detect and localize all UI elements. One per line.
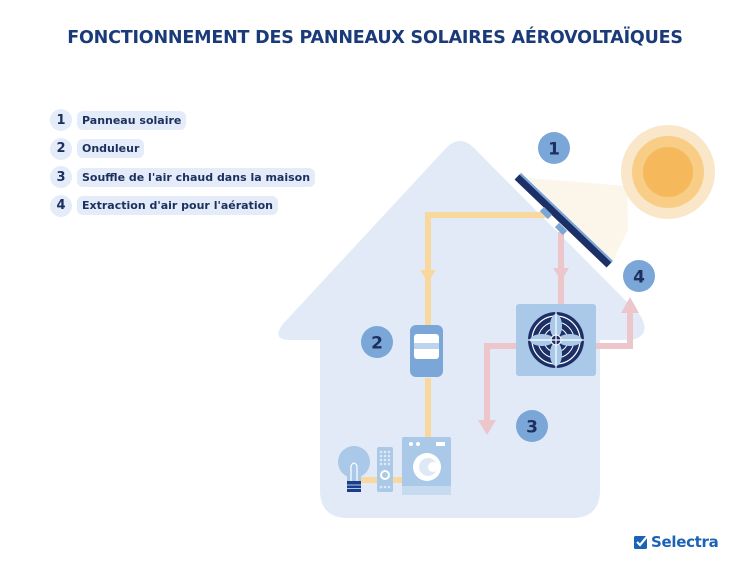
badge-solar-panel: 1 xyxy=(538,132,570,164)
warm-air-arrow xyxy=(478,420,496,435)
legend-number: 1 xyxy=(50,109,72,132)
washing-machine-icon xyxy=(402,437,451,495)
svg-text:4: 4 xyxy=(633,268,645,288)
legend-number: 3 xyxy=(50,166,72,189)
badge-air-extraction: 4 xyxy=(623,260,655,292)
svg-text:2: 2 xyxy=(371,334,383,354)
electric-flow-arrow xyxy=(420,270,436,282)
air-flow-arrow-down xyxy=(553,268,569,281)
legend: 1 Panneau solaire 2 Onduleur 3 Souffle d… xyxy=(50,106,316,221)
legend-item-inverter: 2 Onduleur xyxy=(50,135,315,164)
sun-icon xyxy=(621,125,715,219)
legend-number: 2 xyxy=(50,137,72,160)
badge-warm-air: 3 xyxy=(516,410,548,442)
svg-text:1: 1 xyxy=(548,140,560,160)
legend-number: 4 xyxy=(50,194,72,217)
legend-label: Panneau solaire xyxy=(77,110,187,130)
fan-unit-icon xyxy=(516,304,596,376)
inverter-icon xyxy=(410,325,443,377)
legend-label: Onduleur xyxy=(77,139,145,159)
page-title: FONCTIONNEMENT DES PANNEAUX SOLAIRES AÉR… xyxy=(67,28,683,48)
remote-control-icon xyxy=(377,447,393,492)
svg-text:3: 3 xyxy=(526,418,538,438)
legend-label: Extraction d'air pour l'aération xyxy=(77,196,278,216)
light-bulb-icon xyxy=(338,446,370,492)
sun-ray-beam xyxy=(528,178,628,262)
checkbox-check-icon xyxy=(634,535,648,549)
legend-item-air-extraction: 4 Extraction d'air pour l'aération xyxy=(50,192,315,221)
legend-item-solar-panel: 1 Panneau solaire xyxy=(50,106,315,135)
house-icon xyxy=(278,141,645,518)
brand-name: Selectra xyxy=(651,533,719,551)
badge-inverter: 2 xyxy=(361,326,393,358)
brand-logo: Selectra xyxy=(634,533,719,551)
legend-label: Souffle de l'air chaud dans la maison xyxy=(77,167,316,187)
legend-item-warm-air: 3 Souffle de l'air chaud dans la maison xyxy=(50,163,316,192)
air-extraction-arrow xyxy=(621,297,639,313)
solar-panel-icon xyxy=(514,172,614,268)
